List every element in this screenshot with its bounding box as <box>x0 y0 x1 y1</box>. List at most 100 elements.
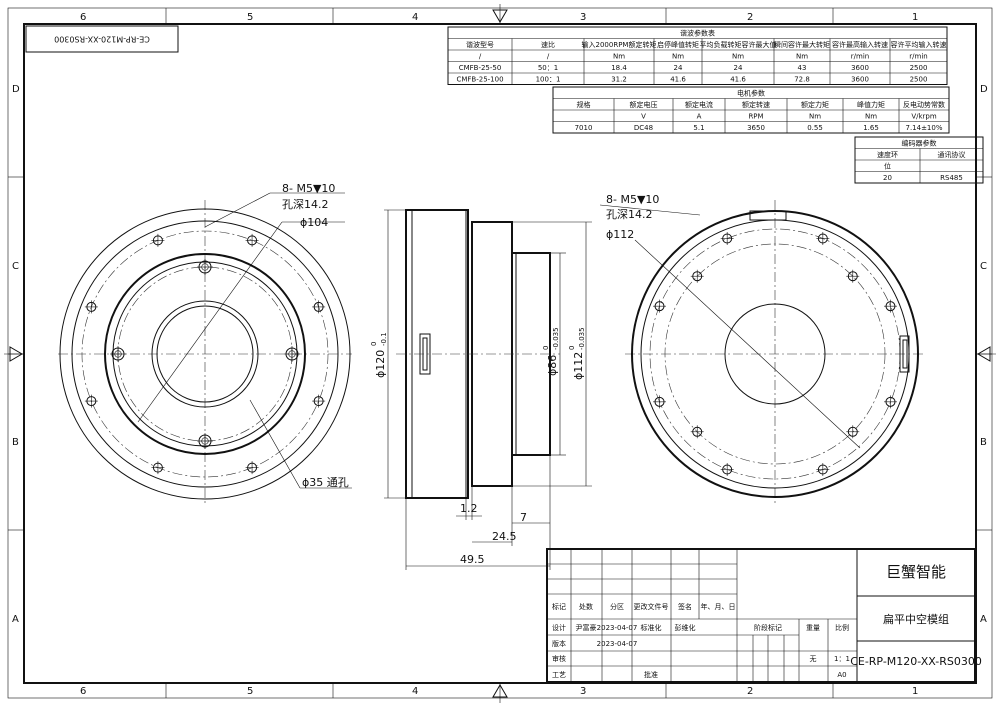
harmonic-table-units-cell: Nm <box>613 53 625 61</box>
side-len-2: 7 <box>520 511 527 524</box>
harmonic-table-data-cell: 50：1 <box>538 64 558 72</box>
harmonic-table-data-cell: 43 <box>798 64 807 72</box>
front-inner-hole <box>284 346 300 362</box>
zone-top-1: 1 <box>912 12 918 23</box>
motor-table-data-cell: 3650 <box>747 124 765 132</box>
motor-table-units-cell: Nm <box>809 113 821 121</box>
side-dia-outer-tol-lower: -0.1 <box>380 332 388 346</box>
harmonic-table-data-cell: 41.6 <box>730 76 746 84</box>
rear-outer-hole <box>653 395 667 409</box>
rear-inner-hole <box>846 269 860 283</box>
zone-bottom-6: 6 <box>80 686 86 697</box>
tb-approve-label: 批准 <box>644 670 658 679</box>
motor-table-headers-cell: 额定转速 <box>742 100 770 109</box>
harmonic-table-data-cell: 18.4 <box>611 64 627 72</box>
tb-header-mark: 标记 <box>552 602 566 611</box>
harmonic-table-data-cell: 24 <box>674 64 683 72</box>
motor-table-headers-cell: 额定力矩 <box>801 100 829 109</box>
motor-table-headers-cell: 额定电压 <box>630 100 658 109</box>
side-dia-inner: ϕ112 <box>572 352 585 380</box>
drawing-number: CE-RP-M120-XX-RS0300 <box>850 655 982 668</box>
motor-table-headers-cell: 峰值力矩 <box>857 100 885 109</box>
side-view: ϕ120 0 -0.1 ϕ86 0 -0.035 ϕ112 0 -0.035 1… <box>370 209 592 570</box>
zone-right-C: C <box>980 261 987 272</box>
front-outer-hole <box>84 300 98 314</box>
encoder-table-headers-cell: 速度环 <box>877 150 898 159</box>
tb-header-change-doc: 更改文件号 <box>634 602 669 611</box>
harmonic-table-data-cell: 2500 <box>910 76 928 84</box>
zone-bottom-3: 3 <box>580 686 586 697</box>
harmonic-table-headers-cell: 谐波型号 <box>466 40 494 49</box>
motor-table-data-cell: 7.14±10% <box>905 124 942 132</box>
side-dia-outer: ϕ120 <box>374 350 387 378</box>
rotated-code-box: CE-RP-M120-XX-RS0300 <box>25 25 179 53</box>
encoder-table-units-cell: 位 <box>884 162 891 171</box>
harmonic-table-data-cell: 3600 <box>851 64 869 72</box>
motor-table-title: 电机参数 <box>737 89 765 98</box>
tb-header-signature: 签名 <box>678 602 692 611</box>
rear-inner-hole <box>690 269 704 283</box>
tb-design-date: 2023-04-07 <box>597 624 638 632</box>
motor-table-headers-cell: 额定电流 <box>685 100 713 109</box>
tb-scale-label: 比例 <box>835 623 849 632</box>
zone-top-6: 6 <box>80 12 86 23</box>
front-inner-hole <box>110 346 126 362</box>
side-dia-mid: ϕ86 <box>546 355 559 376</box>
zone-top-4: 4 <box>412 12 418 23</box>
rear-outer-hole <box>816 462 830 476</box>
zone-top-2: 2 <box>747 12 753 23</box>
side-dia-mid-tol-lower: -0.035 <box>552 327 560 350</box>
front-view: 8- M5▼10 孔深14.2 ϕ104 ϕ35 通孔 <box>58 182 352 505</box>
zone-bottom-1: 1 <box>912 686 918 697</box>
motor-table-units-cell: V <box>641 113 646 121</box>
rear-pcd-label: ϕ112 <box>606 228 634 241</box>
encoder-table-data-cell: 20 <box>883 174 892 182</box>
harmonic-table-headers-cell: 输入2000RPM额定转矩 <box>582 40 657 49</box>
zone-bottom-2: 2 <box>747 686 753 697</box>
harmonic-table-data-cell: 3600 <box>851 76 869 84</box>
zone-right-D: D <box>980 84 988 95</box>
rotated-code-text: CE-RP-M120-XX-RS0300 <box>54 35 150 44</box>
motor-table-units-cell: Nm <box>865 113 877 121</box>
tb-check-label: 审核 <box>552 654 566 663</box>
rear-view: 8- M5▼10 孔深14.2 ϕ112 <box>599 193 925 505</box>
motor-table-headers-cell: 规格 <box>577 100 591 109</box>
harmonic-table-data-cell: 72.8 <box>794 76 810 84</box>
motor-table-units-cell: V/krpm <box>911 113 937 121</box>
harmonic-table-data-cell: 24 <box>734 64 743 72</box>
tb-standardizer: 彭维化 <box>675 623 696 632</box>
front-bore-label: ϕ35 通孔 <box>302 476 349 489</box>
side-len-1: 1.2 <box>460 502 478 515</box>
harmonic-table-units-cell: / <box>547 53 550 61</box>
encoder-table-title: 编码器参数 <box>902 139 937 148</box>
rear-hole-note-1: 8- M5▼10 <box>606 193 659 206</box>
side-len-4: 49.5 <box>460 553 485 566</box>
tb-header-zone: 分区 <box>610 602 624 611</box>
company-name: 巨蟹智能 <box>886 563 946 581</box>
side-dia-inner-tol-lower: -0.035 <box>578 327 586 350</box>
side-dia-outer-tol-upper: 0 <box>370 342 378 346</box>
harmonic-table-headers-cell: 平均负载转矩容许最大值 <box>700 40 777 49</box>
harmonic-table-data-cell: 41.6 <box>670 76 686 84</box>
front-hole-note-1: 8- M5▼10 <box>282 182 335 195</box>
harmonic-table-units-cell: r/min <box>851 53 869 61</box>
tb-sheet-size: A0 <box>837 671 846 679</box>
harmonic-table-units-cell: Nm <box>796 53 808 61</box>
front-outer-hole <box>151 233 165 247</box>
harmonic-table-title: 谐波参数表 <box>680 29 715 38</box>
tb-standardize-label: 标准化 <box>641 623 662 632</box>
title-block: 巨蟹智能 扁平中空模组 CE-RP-M120-XX-RS0300 标记 <box>546 548 982 683</box>
harmonic-table-units-cell: Nm <box>672 53 684 61</box>
rear-inner-hole <box>846 425 860 439</box>
harmonic-table-data-cell: 31.2 <box>611 76 627 84</box>
tb-process-label: 工艺 <box>552 671 566 679</box>
tb-header-date: 年、月、日 <box>701 602 736 611</box>
harmonic-table-headers-cell: 速比 <box>541 40 555 49</box>
rear-outer-hole <box>883 395 897 409</box>
zone-left-D: D <box>12 84 20 95</box>
front-outer-hole <box>245 233 259 247</box>
tb-review-label: 版本 <box>552 639 566 648</box>
harmonic-table-headers-cell: 瞬间容许最大转矩 <box>774 40 830 49</box>
